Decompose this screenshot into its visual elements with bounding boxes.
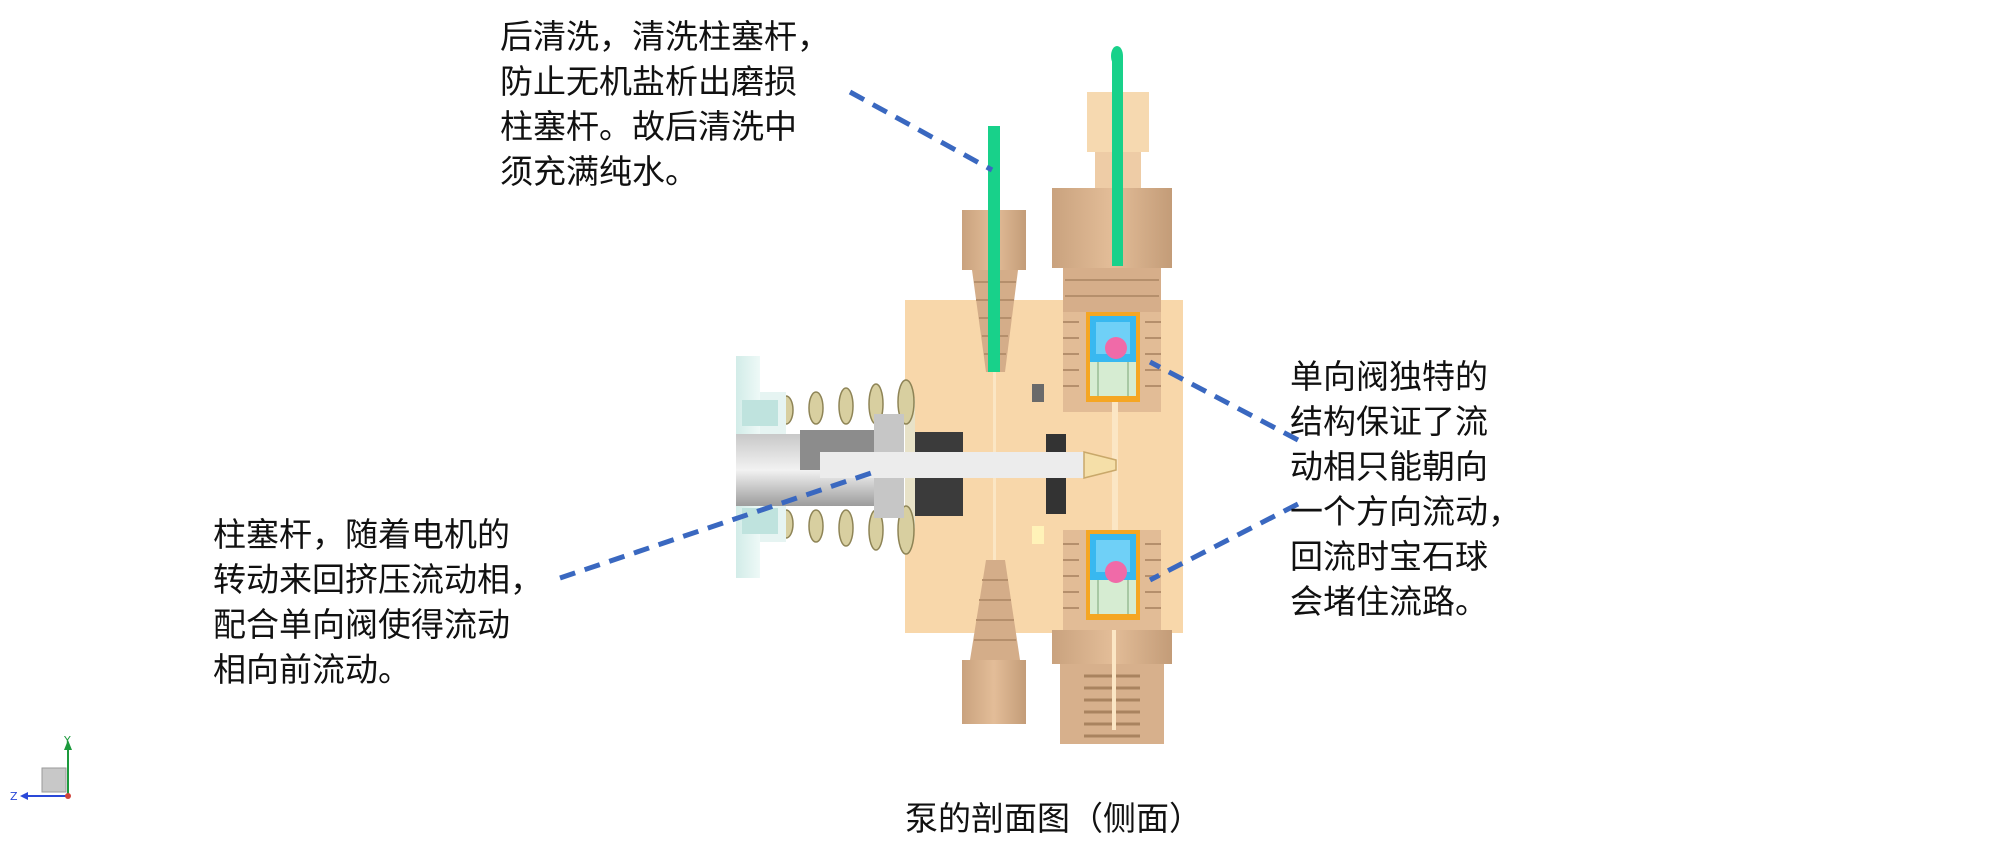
flush-tube-left (988, 126, 1000, 372)
annotation-check-valve: 单向阀独特的 结构保证了流 动相只能朝向 一个方向流动， 回流时宝石球 会堵住流… (1290, 357, 1521, 621)
lower-thread-marks (1063, 543, 1161, 609)
body-port-b (1032, 526, 1044, 544)
inlet-fitting-left (962, 560, 1026, 724)
ruby-ball-lower (1105, 561, 1127, 583)
check-valve-upper (1086, 312, 1140, 402)
leader-lines (559, 89, 1300, 583)
leader-plunger (559, 467, 881, 581)
upper-thread-marks (1063, 321, 1161, 387)
leader-flush (848, 89, 994, 173)
triad-y-label: Y (63, 734, 71, 747)
body-port-a (1032, 384, 1044, 402)
triad-z-label: Z (10, 790, 18, 803)
leader-valve-lower (1148, 501, 1300, 583)
annotation-plunger: 柱塞杆，随着电机的 转动来回挤压流动相， 配合单向阀使得流动 相向前流动。 (213, 515, 543, 689)
annotation-flush: 后清洗，清洗柱塞杆， 防止无机盐析出磨损 柱塞杆。故后清洗中 须充满纯水。 (500, 17, 830, 191)
plunger-rod (820, 452, 1084, 478)
check-valve-lower (1086, 530, 1140, 620)
return-spring (778, 379, 915, 555)
inlet-fitting-right (1052, 630, 1172, 744)
plunger-tip (1083, 451, 1117, 479)
ruby-ball-upper (1105, 337, 1127, 359)
diagram-caption: 泵的剖面图（侧面） (905, 799, 1202, 838)
outlet-tube (1112, 56, 1123, 266)
coordinate-triad: Y Z (10, 734, 72, 803)
leader-valve-upper (1148, 359, 1300, 443)
